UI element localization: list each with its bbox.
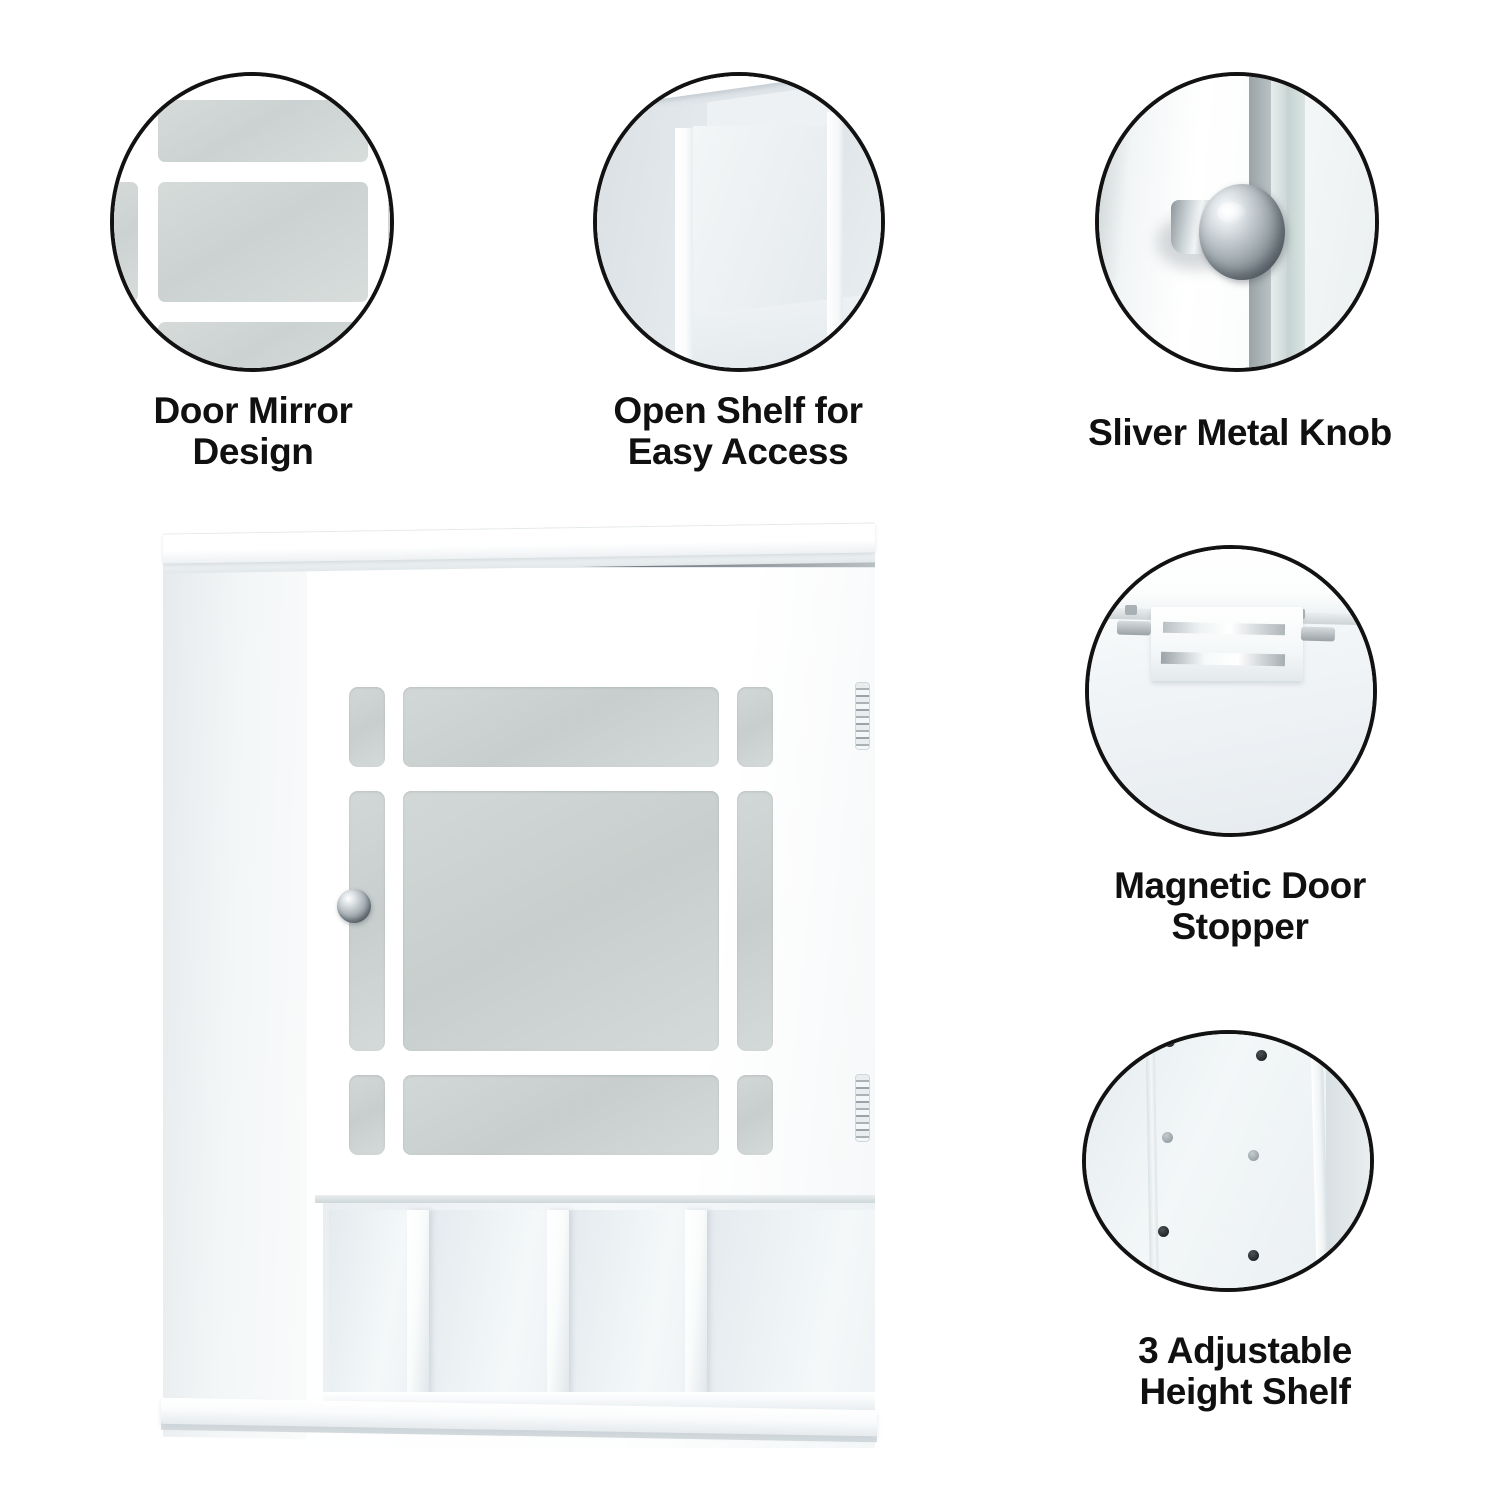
shelf-compartment	[707, 1210, 875, 1406]
cabinet-side-panel	[163, 556, 311, 1440]
knob-mirror-face	[1305, 76, 1375, 368]
knob-head	[1199, 184, 1285, 280]
shelf-pin-hole	[1158, 1226, 1169, 1237]
feature-caption-adjustable-shelf: 3 Adjustable Height Shelf	[1030, 1330, 1460, 1413]
feature-image-magnetic-stopper	[1085, 545, 1377, 837]
door-mirror-panel	[349, 1075, 385, 1155]
feature-caption-magnetic-stopper: Magnetic Door Stopper	[1030, 865, 1450, 948]
shelf-compartment	[429, 1210, 547, 1406]
mirror-panel-top	[158, 100, 368, 162]
caption-line-1: 3 Adjustable	[1138, 1330, 1352, 1371]
door-mirror-panel	[403, 791, 719, 1051]
door-mirror-panel	[737, 687, 773, 767]
magnetic-catch-closeup-icon	[1089, 549, 1373, 833]
door-mirror-panel	[737, 791, 773, 1051]
feature-caption-open-shelf: Open Shelf for Easy Access	[548, 390, 928, 473]
cabinet-door-bottom-edge	[315, 1195, 875, 1203]
caption-line-2: Easy Access	[627, 431, 849, 473]
feature-image-adjustable-shelf	[1082, 1030, 1374, 1292]
shelf-divider	[547, 1210, 569, 1406]
mirror-panel-center	[158, 182, 368, 302]
shelf-pin-hole	[1256, 1050, 1267, 1061]
caption-line-1: Open Shelf for	[613, 390, 863, 431]
shelf-pin-hole	[1162, 1132, 1173, 1143]
feature-image-open-shelf	[593, 72, 885, 372]
interior-corner-shade	[1326, 1034, 1370, 1288]
open-shelf-closeup-icon	[597, 76, 881, 368]
feature-caption-door-mirror: Door Mirror Design	[78, 390, 428, 473]
shelf-divider-left	[675, 128, 693, 368]
door-mirror-panel	[403, 687, 719, 767]
stopper-top-panel	[1089, 549, 1373, 615]
feature-image-metal-knob	[1095, 72, 1379, 372]
mirror-panel-right	[388, 182, 390, 302]
product-image-wall-cabinet	[155, 520, 877, 1480]
cabinet-door-knob[interactable]	[337, 889, 371, 923]
cabinet-door-hinge	[856, 1075, 869, 1141]
caption-line-2: Height Shelf	[1139, 1371, 1351, 1413]
shelf-compartment	[329, 1210, 407, 1406]
interior-seam-left	[1145, 1034, 1160, 1288]
shelf-divider-right	[827, 112, 843, 362]
cabinet-door	[315, 567, 875, 1195]
mirror-panel-left	[114, 182, 138, 302]
shelf-pin-hole	[1164, 1036, 1175, 1047]
stopper-screw-left	[1116, 620, 1152, 636]
stopper-screw-right	[1300, 626, 1336, 642]
feature-image-door-mirror	[110, 72, 394, 372]
knob-highlight	[1217, 202, 1247, 224]
caption-line-1: Door Mirror	[153, 390, 353, 431]
shelf-divider	[685, 1210, 707, 1406]
caption-line-2: Stopper	[1171, 906, 1309, 948]
shelf-pin-hole	[1248, 1250, 1259, 1261]
mirror-panel-closeup-icon	[114, 76, 390, 368]
door-mirror-panel	[737, 1075, 773, 1155]
door-mirror-panel	[403, 1075, 719, 1155]
shelf-compartment	[569, 1210, 685, 1406]
shelf-pin-hole	[1248, 1150, 1259, 1161]
shelf-pin-holes-closeup-icon	[1086, 1034, 1370, 1288]
chrome-knob-closeup-icon	[1099, 76, 1375, 368]
stopper-pin-left	[1125, 605, 1137, 615]
shelf-divider	[407, 1210, 429, 1406]
stopper-magnet-strip-lower	[1160, 651, 1286, 667]
stopper-bracket	[1151, 607, 1303, 681]
mirror-panel-bottom	[158, 322, 368, 368]
caption-line-2: Design	[192, 431, 314, 473]
caption-line-1: Sliver Metal Knob	[1088, 412, 1392, 453]
cabinet-door-hinge	[856, 683, 869, 749]
door-mirror-panel	[349, 687, 385, 767]
feature-caption-metal-knob: Sliver Metal Knob	[1020, 412, 1460, 453]
caption-line-1: Magnetic Door	[1114, 865, 1366, 906]
knob-mirror-edge	[1287, 76, 1305, 368]
